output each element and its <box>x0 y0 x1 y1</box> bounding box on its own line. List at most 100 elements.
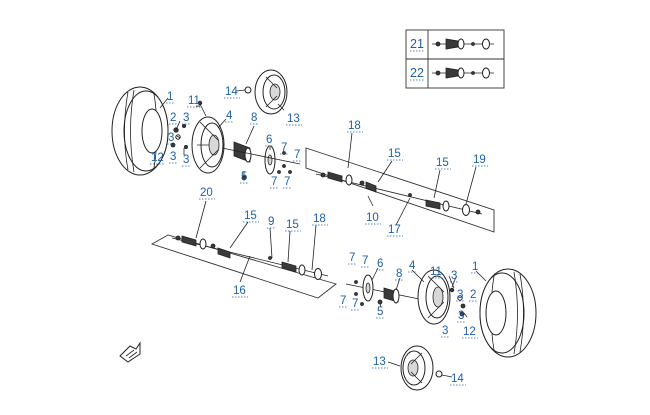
svg-text:12: 12 <box>463 326 476 338</box>
callout-8-left[interactable]: 8 <box>250 112 259 125</box>
callout-10[interactable]: 10 <box>365 212 381 225</box>
callout-7-top-d[interactable]: 7 <box>283 176 292 189</box>
callout-7-low-c[interactable]: 7 <box>339 295 348 308</box>
callout-1-left[interactable]: 1 <box>166 91 175 104</box>
callout-13-top[interactable]: 13 <box>286 113 302 126</box>
legend-item-21[interactable]: 21 <box>410 37 494 52</box>
callout-7-top-b[interactable]: 7 <box>293 149 302 162</box>
callout-2-left[interactable]: 2 <box>169 112 178 125</box>
callout-15-top-a[interactable]: 15 <box>387 148 403 161</box>
callout-1-right[interactable]: 1 <box>471 261 480 274</box>
callout-15-low-b[interactable]: 15 <box>285 219 301 232</box>
svg-text:3: 3 <box>170 151 176 163</box>
svg-text:1: 1 <box>472 261 478 273</box>
svg-text:7: 7 <box>281 142 287 154</box>
callout-4-low[interactable]: 4 <box>408 260 417 273</box>
svg-text:12: 12 <box>151 152 164 164</box>
callout-6-low[interactable]: 6 <box>376 258 385 271</box>
callout-7-top-c[interactable]: 7 <box>270 176 279 189</box>
svg-text:7: 7 <box>340 295 346 307</box>
callout-19[interactable]: 19 <box>472 154 488 167</box>
callout-14-top[interactable]: 14 <box>224 86 240 99</box>
callout-7-low-b[interactable]: 7 <box>361 255 370 268</box>
svg-text:5: 5 <box>241 171 247 183</box>
callout-11-left[interactable]: 11 <box>187 95 202 108</box>
spare-rim-bottom <box>400 345 443 391</box>
svg-text:5: 5 <box>377 306 383 318</box>
callout-3-left-a[interactable]: 3 <box>182 112 191 125</box>
drive-shaft-panel-lower <box>150 234 337 299</box>
callout-7-low-d[interactable]: 7 <box>351 298 360 311</box>
svg-text:3: 3 <box>183 112 189 124</box>
svg-text:14: 14 <box>451 373 464 385</box>
svg-text:7: 7 <box>352 298 358 310</box>
svg-text:19: 19 <box>473 154 486 166</box>
callout-3-left-d[interactable]: 3 <box>182 154 191 167</box>
callout-3-left-c[interactable]: 3 <box>169 151 178 164</box>
callout-3-right-a[interactable]: 3 <box>450 270 459 283</box>
callout-12-right[interactable]: 12 <box>462 326 478 339</box>
wheel-rim-left <box>191 116 225 174</box>
svg-text:15: 15 <box>436 157 449 169</box>
legend-item-22[interactable]: 22 <box>410 66 494 81</box>
callout-12-left[interactable]: 12 <box>150 152 165 165</box>
callout-8-low[interactable]: 8 <box>395 268 404 281</box>
svg-text:8: 8 <box>251 112 257 124</box>
svg-text:7: 7 <box>362 255 368 267</box>
tire-right <box>479 268 537 358</box>
callout-3-right-c[interactable]: 3 <box>457 310 466 323</box>
callout-labels: 1 2 3 3 3 3 12 11 14 13 4 8 6 7 7 7 7 5 … <box>150 86 488 386</box>
svg-text:4: 4 <box>409 260 416 272</box>
svg-text:20: 20 <box>200 187 213 199</box>
callout-16[interactable]: 16 <box>232 285 248 298</box>
svg-text:6: 6 <box>377 258 383 270</box>
callout-20[interactable]: 20 <box>199 187 215 200</box>
wheel-rim-right <box>417 269 451 325</box>
callout-17[interactable]: 17 <box>387 224 403 237</box>
callout-3-right-b[interactable]: 3 <box>456 289 465 302</box>
svg-text:15: 15 <box>244 210 257 222</box>
svg-text:3: 3 <box>183 154 189 166</box>
svg-text:3: 3 <box>451 270 457 282</box>
callout-15-top-b[interactable]: 15 <box>435 157 451 170</box>
spare-rim-top <box>244 69 288 115</box>
callout-9[interactable]: 9 <box>267 216 276 229</box>
callout-3-right-d[interactable]: 3 <box>441 325 450 338</box>
svg-text:11: 11 <box>188 95 200 107</box>
axle-shaft-thumbnail-22 <box>432 67 494 79</box>
callout-3-left-b[interactable]: 3 <box>167 132 176 145</box>
callout-5-top[interactable]: 5 <box>240 171 249 184</box>
svg-text:3: 3 <box>168 132 174 144</box>
hub-assembly-right <box>345 274 425 306</box>
orientation-arrow-icon <box>119 341 141 363</box>
callout-15-low-a[interactable]: 15 <box>243 210 259 223</box>
callout-2-right[interactable]: 2 <box>469 289 478 302</box>
svg-text:8: 8 <box>396 268 402 280</box>
callout-11-low[interactable]: 11 <box>429 266 445 279</box>
drive-shaft-panel-upper <box>305 147 495 233</box>
callout-13-low[interactable]: 13 <box>372 356 388 369</box>
callout-7-top-a[interactable]: 7 <box>280 142 289 155</box>
callout-18-top[interactable]: 18 <box>347 120 363 133</box>
callout-6-top[interactable]: 6 <box>265 134 274 147</box>
svg-text:17: 17 <box>388 224 401 236</box>
svg-text:7: 7 <box>349 252 355 264</box>
callout-14-low[interactable]: 14 <box>450 373 466 386</box>
svg-text:7: 7 <box>271 176 277 188</box>
callout-7-low-a[interactable]: 7 <box>348 252 357 265</box>
svg-text:10: 10 <box>366 212 379 224</box>
svg-text:11: 11 <box>430 266 442 278</box>
svg-text:6: 6 <box>266 134 272 146</box>
svg-text:2: 2 <box>170 112 176 124</box>
callout-4-left[interactable]: 4 <box>225 110 234 123</box>
svg-text:14: 14 <box>225 86 238 98</box>
svg-text:7: 7 <box>294 149 300 161</box>
svg-text:3: 3 <box>442 325 448 337</box>
callout-5-low[interactable]: 5 <box>376 306 385 319</box>
svg-text:13: 13 <box>287 113 300 125</box>
callout-18-low[interactable]: 18 <box>312 213 328 226</box>
svg-text:3: 3 <box>458 310 464 322</box>
legend-label-22: 22 <box>410 66 424 80</box>
svg-text:2: 2 <box>470 289 476 301</box>
